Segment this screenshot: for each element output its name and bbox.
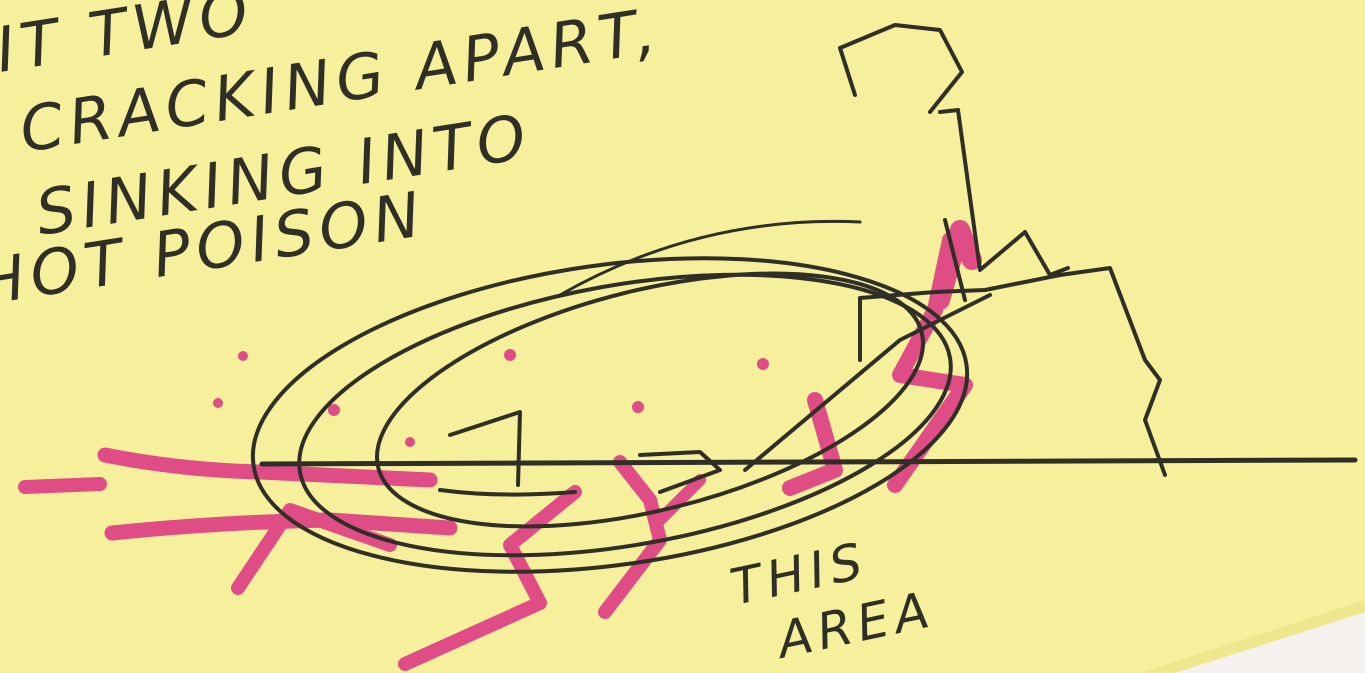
sketch-drawing: IT TWO CRACKING APART, SINKING INTO HOT … xyxy=(0,0,1365,673)
sticky-note-sketch: IT TWO CRACKING APART, SINKING INTO HOT … xyxy=(0,0,1365,673)
